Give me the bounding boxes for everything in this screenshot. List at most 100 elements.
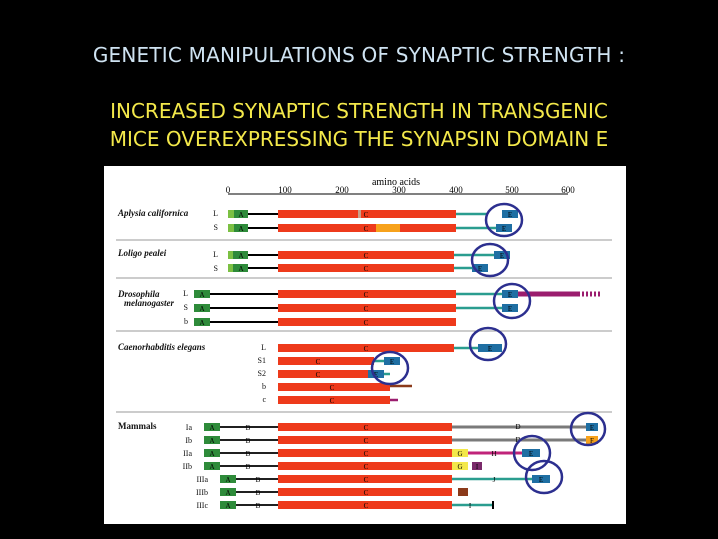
domain-e-highlights [370,202,607,495]
svg-text:A: A [238,211,243,219]
svg-text:C: C [316,371,321,379]
svg-text:A: A [238,225,243,233]
svg-text:L: L [183,289,188,298]
domain-letters: A A A A A A A A A A A A A A B B B B B B … [199,211,594,510]
svg-text:C: C [364,305,369,313]
svg-text:C: C [364,291,369,299]
synapsin-domain-figure: amino acids 0 100 200 300 400 500 600 Ap… [104,166,626,524]
svg-text:E: E [508,305,512,313]
svg-text:B: B [246,424,251,432]
svg-text:A: A [225,489,230,497]
svg-text:S2: S2 [258,369,266,378]
svg-text:B: B [256,476,261,484]
drosophila-b-row [194,318,456,326]
c-elegans-c-row [278,396,398,404]
svg-text:S: S [184,303,188,312]
svg-text:C: C [364,502,369,510]
c-elegans-b-row [278,383,412,391]
svg-text:B: B [246,437,251,445]
svg-text:C: C [364,450,369,458]
svg-text:C: C [364,437,369,445]
mammals-IIIc-row [220,501,494,509]
svg-text:D: D [515,423,520,431]
svg-text:C: C [364,476,369,484]
highlight-circle [512,434,552,472]
species-mammals: Mammals [118,421,157,431]
svg-text:A: A [225,476,230,484]
mammals-IIb-row [204,462,482,470]
svg-text:A: A [225,502,230,510]
slide-subtitle-line-1: INCREASED SYNAPTIC STRENGTH IN TRANSGENI… [110,99,608,123]
svg-text:c: c [262,395,266,404]
svg-text:C: C [330,397,335,405]
svg-text:A: A [238,265,243,273]
svg-text:L: L [213,250,218,259]
svg-text:F: F [590,437,594,445]
axis-tick: 300 [392,185,406,195]
highlight-circle [484,202,524,238]
svg-text:A: A [209,450,214,458]
loligo-L-row [228,251,510,259]
mammals-IIIa-row [220,475,550,483]
highlight-circle [470,242,510,278]
highlight-circle [569,411,607,447]
svg-text:A: A [209,437,214,445]
svg-text:A: A [199,319,204,327]
svg-text:C: C [364,265,369,273]
svg-text:IIb: IIb [183,462,192,471]
svg-text:J: J [493,476,496,484]
svg-text:A: A [199,305,204,313]
svg-text:C: C [364,211,369,219]
species-drosophila-line1: Drosophila [117,289,160,299]
highlight-circle [524,459,564,495]
svg-text:G: G [457,450,462,458]
svg-text:B: B [246,463,251,471]
axis-tick: 200 [335,185,349,195]
highlight-circle [468,326,508,362]
svg-text:Ib: Ib [185,436,192,445]
svg-text:A: A [209,463,214,471]
svg-text:E: E [529,450,533,458]
svg-text:C: C [364,252,369,260]
species-drosophila-line2: melanogaster [124,298,174,308]
highlight-circle [492,282,532,320]
svg-text:A: A [238,252,243,260]
svg-text:I: I [469,502,472,510]
axis-tick: 400 [449,185,463,195]
svg-text:A: A [199,291,204,299]
c-elegans-L-row [278,344,502,352]
svg-text:H: H [491,450,496,458]
highlight-circle [370,350,410,386]
svg-text:D: D [515,436,520,444]
svg-text:I: I [476,463,479,471]
svg-text:L: L [213,209,218,218]
svg-text:E: E [508,291,512,299]
svg-text:B: B [256,502,261,510]
svg-text:C: C [364,345,369,353]
svg-text:C: C [364,225,369,233]
svg-text:C: C [364,489,369,497]
svg-text:Ia: Ia [186,423,193,432]
svg-text:C: C [316,358,321,366]
slide-subtitle-line-2: MICE OVEREXPRESSING THE SYNAPSIN DOMAIN … [109,127,609,151]
svg-text:E: E [539,476,543,484]
svg-text:b: b [262,382,266,391]
axis-label: amino acids [372,177,420,188]
svg-text:C: C [364,319,369,327]
svg-text:E: E [478,265,482,273]
svg-text:S: S [214,264,218,273]
svg-text:E: E [500,252,504,260]
svg-text:C: C [330,384,335,392]
aplysia-S-row [228,224,512,232]
slide-title: GENETIC MANIPULATIONS OF SYNAPTIC STRENG… [92,43,626,67]
amino-acid-axis: amino acids 0 100 200 300 400 500 600 [226,177,576,195]
c-elegans-S2-row [278,370,390,378]
axis-tick: 500 [505,185,519,195]
species-loligo: Loligo pealei [117,248,167,258]
svg-text:G: G [457,463,462,471]
svg-text:A: A [209,424,214,432]
svg-text:E: E [488,345,492,353]
svg-text:S: S [214,223,218,232]
mammals-IIIb-row [220,488,468,496]
svg-text:IIIb: IIIb [196,488,208,497]
